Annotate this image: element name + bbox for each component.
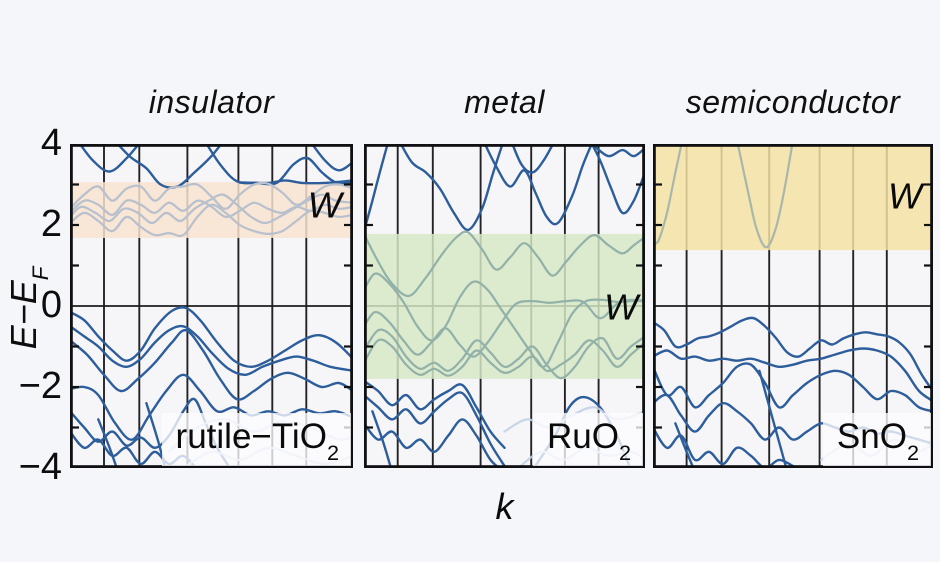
y-tick-label: 0 [40, 284, 62, 326]
band-curve-conduction-band-6 [593, 144, 645, 158]
band-curve-valence-band-2 [364, 391, 506, 468]
material-label-sno2: SnO2 [822, 413, 931, 466]
band-curve-fermi-band-4 [364, 328, 645, 380]
material-name: RuO [546, 417, 619, 457]
material-subscript: 2 [906, 440, 919, 466]
y-tick-label: 2 [40, 203, 62, 245]
band-curve-conduction-band-2 [116, 144, 223, 189]
band-curve-fermi-band-3 [364, 298, 645, 358]
band-curve-valence-band-2 [70, 324, 353, 377]
band-curve-valence-band-1 [364, 379, 506, 449]
panel-title-semiconductor: semiconductor [685, 84, 901, 120]
y-axis-label-subscript: F [28, 266, 54, 281]
band-panel-semiconductor: semiconductor W SnO2 [653, 82, 933, 468]
band-curve-valence-band-7 [758, 369, 788, 468]
band-curve-conduction-band-2 [736, 144, 794, 249]
band-curve-valence-band-3 [70, 329, 353, 401]
panel-border [70, 144, 353, 468]
w-region-label: W [604, 286, 639, 328]
panel-title-insulator: insulator [148, 84, 275, 120]
band-curve-valence-band-3 [364, 418, 502, 468]
band-curve-conduction-band-1 [78, 144, 141, 173]
band-curve-valence-band-4 [70, 373, 353, 441]
band-curve-conduction-band-3 [483, 144, 594, 226]
x-axis-label: k [495, 486, 514, 527]
band-curve-w-band-2 [70, 199, 353, 219]
band-curve-w-band-4 [70, 193, 353, 225]
w-region-shading [364, 233, 645, 379]
band-curve-conduction-band-5 [590, 144, 645, 215]
band-curve-valence-band-2 [653, 347, 933, 403]
band-plot-ruo2: W RuO2 [364, 144, 645, 468]
band-panel-metal: metal W RuO2 [364, 82, 645, 468]
panel-title-metal: metal [464, 84, 545, 120]
band-curve-valence-band-3 [653, 362, 933, 413]
y-tick-label: −2 [18, 365, 62, 407]
panel-border [364, 144, 645, 468]
band-curve-valence-band-1 [653, 316, 933, 393]
band-curve-conduction-band-4 [511, 144, 555, 174]
band-curve-w-band-1 [70, 181, 353, 210]
band-panel-insulator: insulator W rutile−TiO2 [70, 82, 353, 468]
band-plot-tio2: W rutile−TiO2 [70, 144, 353, 468]
material-subscript: 2 [618, 440, 631, 466]
material-subscript: 2 [326, 440, 339, 466]
band-structure-svg [70, 144, 353, 468]
material-label-tio2: rutile−TiO2 [161, 413, 351, 466]
band-curve-conduction-band-2 [399, 144, 504, 232]
band-curve-fermi-band-5 [364, 338, 645, 377]
band-curve-conduction-band-3 [205, 144, 353, 186]
band-curve-conduction-band-5 [310, 144, 353, 172]
band-curve-valence-band-1 [70, 306, 353, 369]
band-curve-conduction-band-1 [364, 144, 389, 233]
panel-border [653, 144, 933, 468]
y-tick-label: −4 [18, 446, 62, 488]
material-name: rutile−TiO [175, 417, 327, 457]
w-region-label: W [888, 174, 922, 216]
w-region-label: W [307, 183, 342, 225]
band-curve-w-band-3 [70, 203, 353, 238]
material-label-ruo2: RuO2 [532, 413, 643, 466]
band-curve-conduction-band-1 [653, 144, 683, 245]
material-name: SnO [836, 417, 907, 457]
band-structure-svg [653, 144, 933, 468]
y-tick-label: 4 [40, 122, 62, 164]
w-region-shading [653, 144, 933, 251]
band-curve-fermi-band-2 [364, 272, 645, 368]
band-plot-sno2: W SnO2 [653, 144, 933, 468]
band-curve-fermi-band-1 [364, 230, 645, 298]
